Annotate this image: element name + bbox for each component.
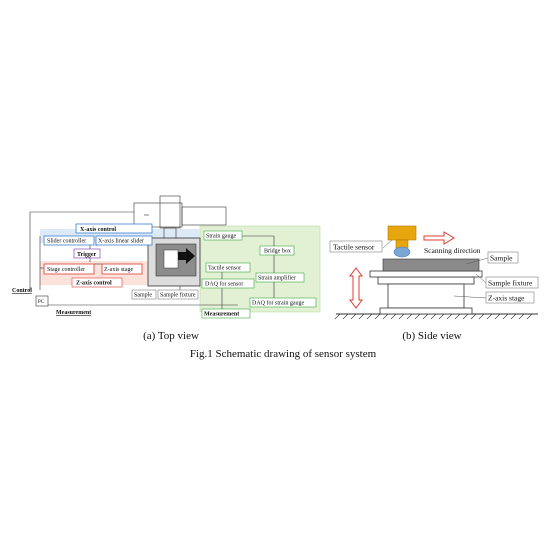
scanning-direction-arrow-icon: [423, 231, 455, 245]
daq-strain-label: DAQ for strain gauge: [252, 300, 304, 307]
side-z-axis-stage-label: Z-axis stage: [488, 294, 525, 303]
side-sample-fixture-label: Sample fixture: [488, 279, 533, 288]
side-tactile-sensor-label: Tactile sensor: [333, 243, 375, 252]
side-sample: [382, 258, 480, 272]
tactile-sensor-label: Tactile sensor: [208, 266, 241, 272]
strain-amplifier-box: [255, 272, 305, 283]
x-axis-linear-slider-label: X-axis linear slider: [98, 239, 144, 245]
side-sample-fixture: [369, 270, 483, 278]
trigger-box: [73, 248, 101, 259]
control-wiring: [29, 211, 238, 306]
scanning-direction-label: Scanning direction: [424, 246, 481, 255]
figure-caption: Fig.1 Schematic drawing of sensor system: [190, 348, 377, 360]
z-motion-arrow-icon: [349, 267, 363, 309]
side-sample-fixture-box: [485, 276, 539, 289]
bridge-box-box: [259, 245, 295, 256]
side-tactile-sensor-box: [329, 240, 383, 253]
pc-label: PC: [38, 300, 45, 305]
sample-fixture-label: Sample fixture: [160, 292, 196, 299]
side-sample-label: Sample: [490, 254, 513, 263]
side-leader-lines: [382, 239, 489, 299]
pc-box: [35, 295, 49, 307]
side-sample-box: [487, 251, 519, 264]
tactile-sensor-box: [205, 262, 251, 273]
slider-controller-box: [43, 235, 95, 246]
side-stage-body: [387, 283, 465, 309]
tactile-sensor-icon: [387, 225, 417, 241]
x-axis-linear-slider-box: [95, 235, 153, 246]
side-z-axis-stage-box: [485, 291, 535, 304]
daq-sensor-box: [201, 278, 255, 289]
z-axis-stage-box: [101, 263, 143, 275]
side-view-diagram: Tactile sensor Scanning direction Sample…: [329, 225, 539, 342]
daq-sensor-label: DAQ for sensor: [205, 281, 243, 288]
sample-area: [163, 249, 179, 269]
measurement-label: Measurement: [56, 310, 91, 316]
strain-gauge-label: Strain gauge: [206, 234, 236, 240]
slider-controller-label: Slider controller: [47, 239, 86, 245]
top-view-caption: (a) Top view: [143, 330, 199, 342]
ground-hatching: [334, 313, 533, 320]
stage-controller-label: Stage controller: [47, 267, 85, 273]
trigger-label: Trigger: [77, 252, 97, 258]
stage-controller-box: [43, 263, 95, 275]
control-label: Control: [12, 288, 32, 294]
bridge-box-label: Bridge box: [264, 249, 291, 255]
sample-label: Sample: [134, 293, 152, 299]
z-axis-stage-label: Z-axis stage: [104, 267, 133, 273]
tactile-sensor-tip-icon: [393, 246, 411, 258]
gantry-outline: [133, 195, 227, 241]
sample-fixture-box: [157, 289, 199, 300]
side-view-caption: (b) Side view: [402, 330, 461, 342]
side-stage-top: [377, 276, 475, 285]
measurement-green-box: [201, 308, 251, 319]
z-axis-control-label: Z-axis control: [76, 281, 112, 287]
x-axis-control-box: [75, 223, 153, 234]
scan-arrow-icon: [178, 248, 195, 264]
x-axis-control-label: X-axis control: [80, 227, 116, 233]
daq-strain-box: [249, 297, 317, 308]
side-stage-base: [379, 307, 473, 315]
measurement-green-label: Measurement: [204, 312, 239, 318]
strain-amplifier-label: Strain amplifier: [258, 275, 296, 282]
strain-gauge-box: [203, 230, 243, 241]
z-axis-control-box: [71, 277, 123, 288]
sample-box: [131, 289, 157, 300]
top-view-diagram: X-axis control Slider controller X-axis …: [12, 195, 321, 342]
